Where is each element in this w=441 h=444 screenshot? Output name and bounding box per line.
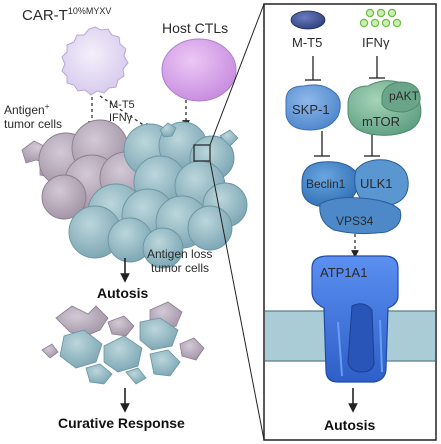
- antigen-loss-label-line2: tumor cells: [151, 261, 209, 275]
- host-ctl-label: Host CTLs: [162, 20, 228, 36]
- zoom-connector-top: [209, 3, 265, 146]
- skp1-label: SKP-1: [292, 102, 330, 117]
- cart-label: CAR-T10%MYXV: [22, 6, 111, 24]
- antigen-loss-label: Antigen loss: [147, 247, 212, 261]
- mt5-shape: [290, 10, 326, 30]
- atp1a1-protein: [311, 255, 399, 383]
- skp1-shape: [285, 84, 341, 131]
- pakt-label: pAKT: [389, 89, 420, 103]
- atp1a1-label: ATP1A1: [320, 265, 367, 280]
- signal-label-mt5: M-T5: [109, 99, 135, 111]
- ulk1-shape: [354, 159, 409, 207]
- host-ctl-cell: [161, 38, 237, 102]
- zoom-connector-bottom: [209, 160, 265, 441]
- ifn-label: IFNγ: [362, 35, 390, 50]
- autosis-label-right: Autosis: [324, 417, 376, 433]
- signal-label-ifn: IFNγ: [109, 112, 133, 124]
- mtor-label: mTOR: [362, 114, 400, 129]
- tumor-mass: [38, 119, 248, 269]
- fragmented-mass: [41, 301, 205, 385]
- inhibition-lines: [305, 56, 385, 157]
- right-panel: M-T5 IFNγ SKP-1 pAKT: [263, 3, 437, 441]
- antigen-pos-label: Antigen+: [4, 102, 50, 117]
- curative-label: Curative Response: [58, 415, 185, 431]
- beclin-label: Beclin1: [306, 177, 346, 191]
- zoom-box: [193, 144, 211, 162]
- antigen-pos-label-line2: tumor cells: [4, 117, 62, 131]
- cart-superscript: 10%MYXV: [68, 6, 112, 16]
- vps34-shape: [319, 197, 402, 235]
- blue-fragments: [159, 122, 239, 147]
- cart-cell: [61, 26, 129, 96]
- mt5-label: M-T5: [292, 35, 322, 50]
- vps34-label: VPS34: [336, 214, 374, 228]
- ifn-dots: [359, 8, 402, 28]
- dashed-arrows: [88, 95, 190, 131]
- autosis-label-left: Autosis: [97, 285, 149, 301]
- left-panel: CAR-T10%MYXV Host CTLs M-T5 IFNγ Antigen…: [4, 3, 265, 441]
- arrow-cart-to-blue: [99, 95, 152, 131]
- antigen-pos-cells: [38, 119, 153, 220]
- pakt-shape: [381, 81, 421, 113]
- antigen-pos-sup: +: [45, 102, 50, 111]
- ulk1-label: ULK1: [360, 176, 393, 191]
